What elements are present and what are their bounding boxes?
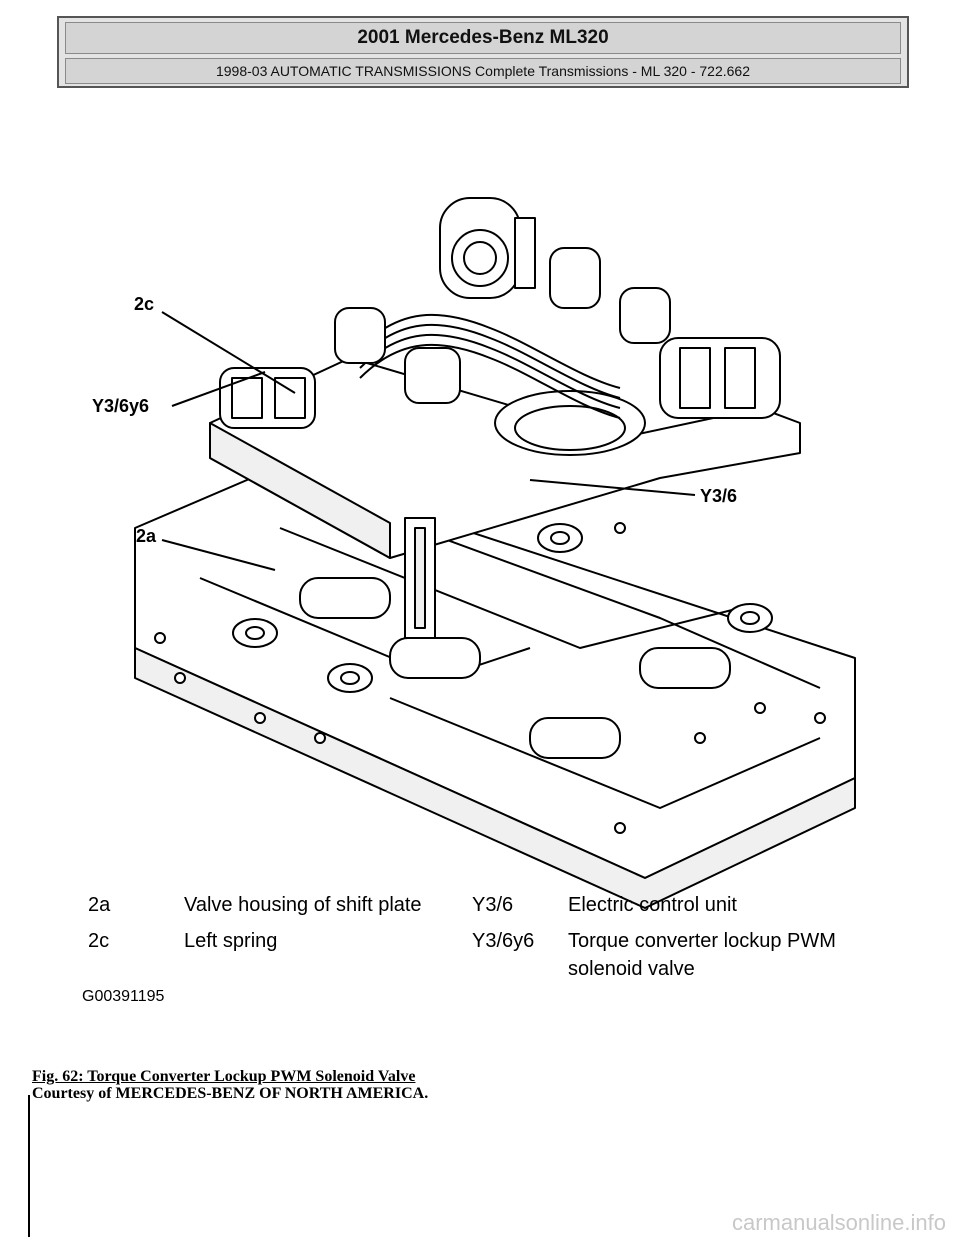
legend-desc-2a: Valve housing of shift plate [184,894,422,916]
document-subtitle: 1998-03 AUTOMATIC TRANSMISSIONS Complete… [65,58,901,84]
legend-code-2a: 2a [88,894,111,916]
legend-code-y3-6: Y3/6 [472,894,514,916]
legend-code-y3-6y6: Y3/6y6 [472,930,535,952]
legend-desc-y3-6y6: Torque converter lockup PWM [568,930,836,952]
legend-code-2c: 2c [88,930,110,952]
page-margin-rule [28,1095,30,1237]
legend-desc-2c: Left spring [184,930,278,952]
leader-2c [161,311,296,394]
leader-y3-6y6 [171,371,266,407]
callout-y3-6y6: Y3/6y6 [92,396,150,416]
callout-leaders [161,311,696,571]
callout-2c: 2c [134,294,155,314]
watermark: carmanualsonline.info [731,1210,946,1235]
lower-plate-side [134,647,856,909]
document-header: 2001 Mercedes-Benz ML320 1998-03 AUTOMAT… [57,16,909,88]
transmission-figure: 2c Y3/6y6 2a Y3/6 2a Valve housing of sh… [60,178,900,1018]
figure-id: G00391195 [82,988,165,1005]
legend-desc-y3-6: Electric control unit [568,894,737,916]
legend-desc-y3-6y6-cont: solenoid valve [568,958,695,980]
leader-2a [161,539,276,571]
figure-caption: Fig. 62: Torque Converter Lockup PWM Sol… [32,1068,416,1085]
figure-courtesy: Courtesy of MERCEDES-BENZ OF NORTH AMERI… [32,1085,429,1102]
valve-body-illustration [134,197,856,909]
document-title: 2001 Mercedes-Benz ML320 [65,22,901,54]
callout-y3-6: Y3/6 [700,486,738,506]
callout-2a: 2a [136,526,157,546]
leader-y3-6 [529,479,696,496]
